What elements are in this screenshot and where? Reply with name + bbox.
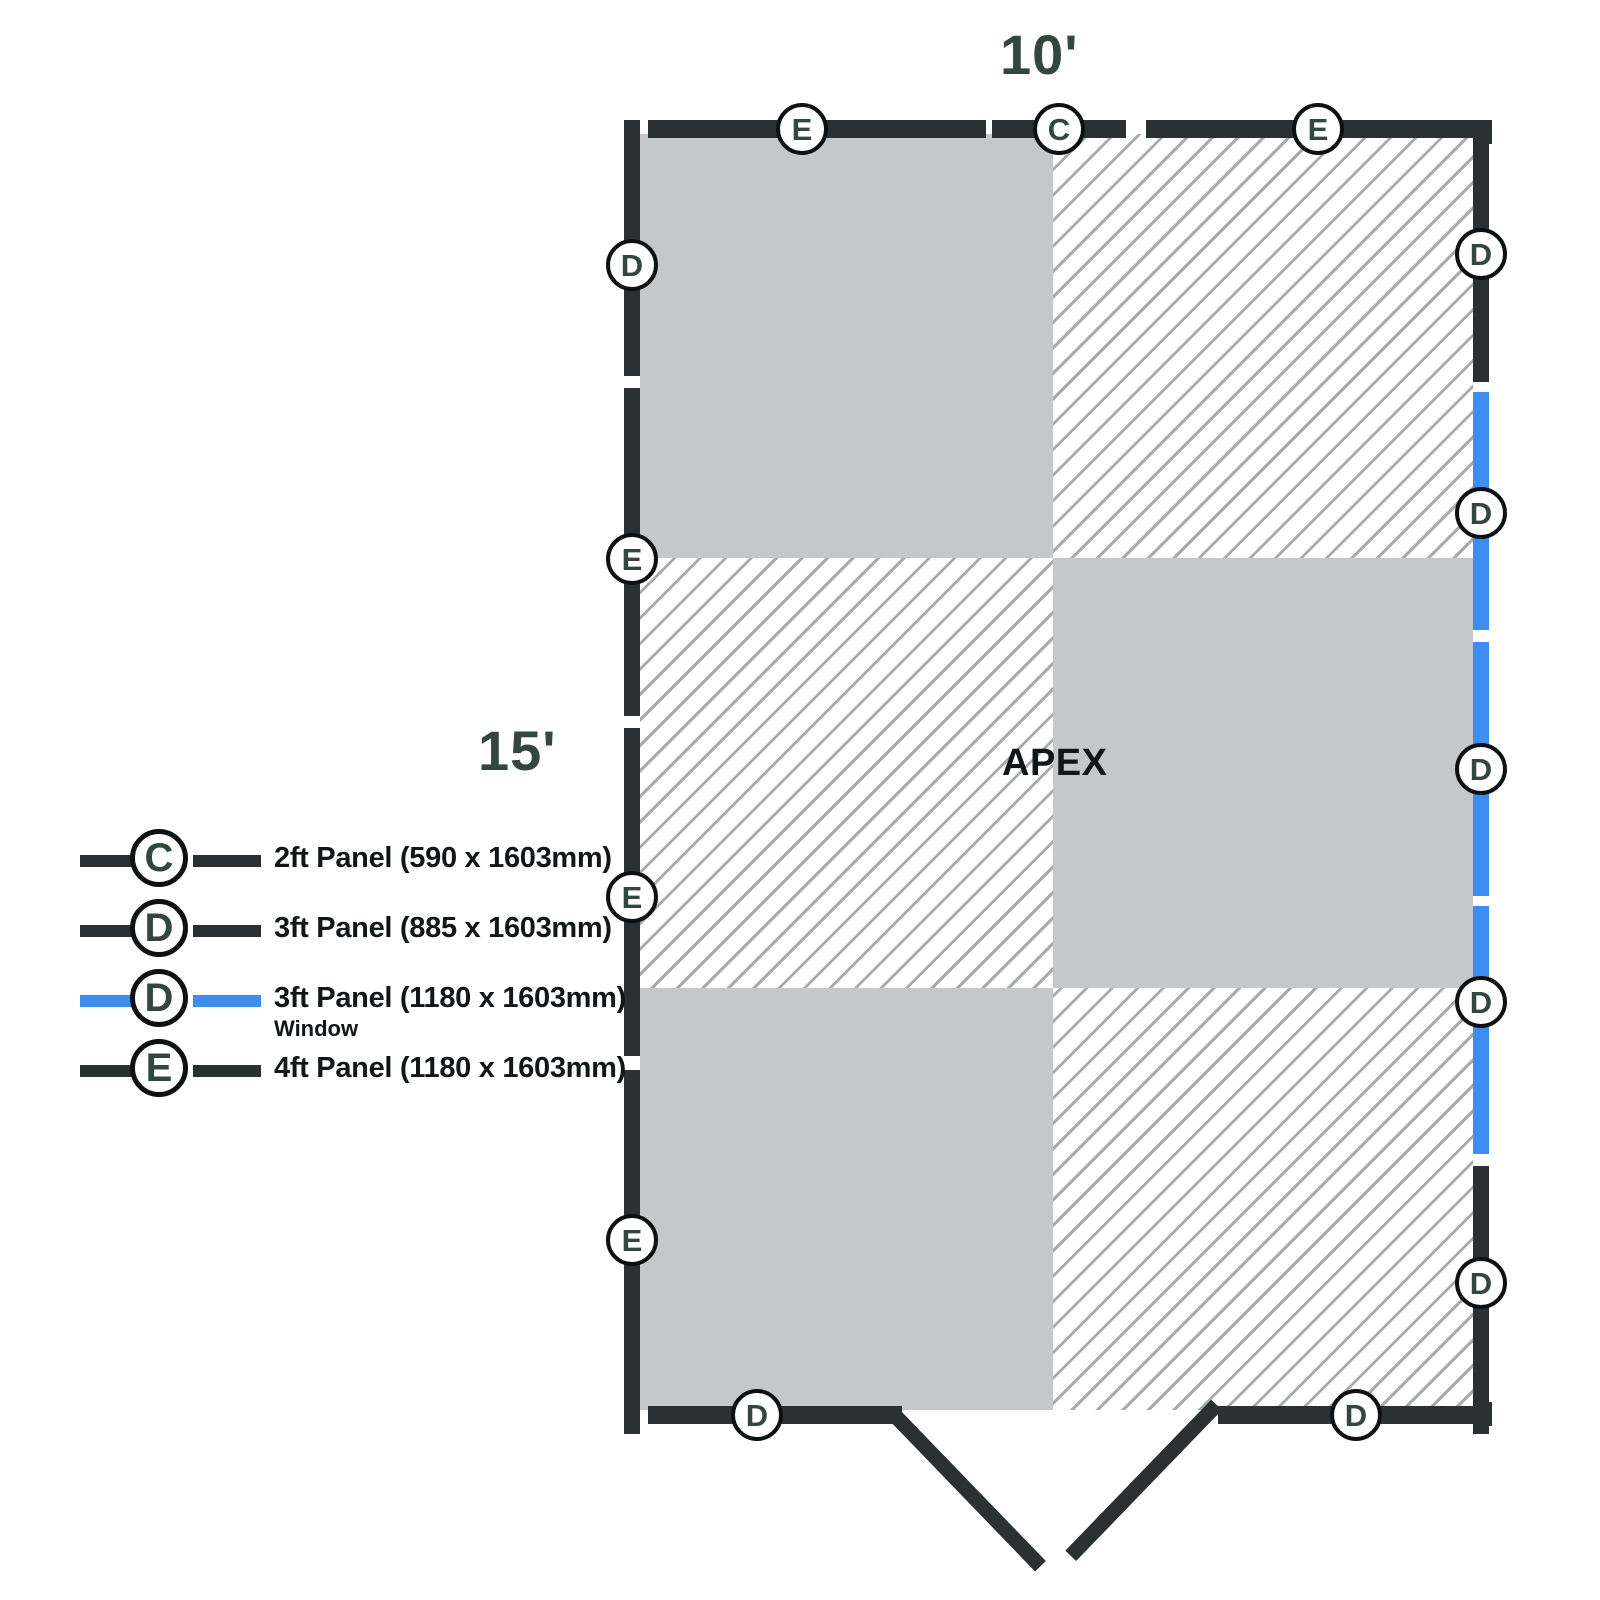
- panel-marker-right-4[interactable]: D: [1455, 976, 1507, 1028]
- legend-line-right-d-window: [193, 995, 261, 1007]
- legend-line-right-c: [193, 855, 261, 867]
- corner-stub-bottom-left: [624, 1402, 640, 1426]
- panel-marker-right-2-label: D: [1469, 495, 1493, 531]
- panel-marker-right-2[interactable]: D: [1455, 487, 1507, 539]
- legend-circle-e: E: [130, 1039, 188, 1097]
- panel-marker-bottom-2[interactable]: D: [1330, 1389, 1382, 1441]
- dimension-label-depth: 15': [478, 719, 557, 782]
- legend-sublabel-window: Window: [274, 1016, 359, 1041]
- legend-label-d-window: 3ft Panel (1180 x 1603mm): [274, 982, 626, 1014]
- dimension-label-width: 10': [1000, 23, 1079, 86]
- legend-label-e: 4ft Panel (1180 x 1603mm): [274, 1052, 626, 1084]
- legend-item-d-window: D 3ft Panel (1180 x 1603mm) Window: [78, 966, 626, 1041]
- panel-marker-top-3[interactable]: E: [1292, 103, 1344, 155]
- panel-marker-top-3-label: E: [1307, 111, 1329, 147]
- panel-marker-left-4[interactable]: E: [606, 1214, 658, 1266]
- floor-cell-r3c1: [640, 988, 1053, 1410]
- legend-code-d: D: [144, 906, 174, 950]
- legend-label-c: 2ft Panel (590 x 1603mm): [274, 842, 612, 874]
- door-leaf-right: [1065, 1399, 1222, 1562]
- legend-item-c: C 2ft Panel (590 x 1603mm): [78, 826, 612, 896]
- legend-marker-d-window: D: [78, 966, 263, 1036]
- panel-marker-right-5-label: D: [1469, 1265, 1493, 1301]
- floor-cell-r2c2: [1053, 558, 1473, 988]
- panel-marker-right-5[interactable]: D: [1455, 1257, 1507, 1309]
- panel-marker-top-2[interactable]: C: [1033, 103, 1085, 155]
- panel-marker-bottom-1-label: D: [745, 1397, 769, 1433]
- floor-cell-r1c2: [1053, 134, 1473, 558]
- panel-marker-top-1-label: E: [791, 111, 813, 147]
- floor-cell-r3c2: [1053, 988, 1473, 1410]
- panel-marker-right-1-label: D: [1469, 236, 1493, 272]
- corner-stub-bottom-right: [1476, 1402, 1492, 1426]
- panel-marker-left-1-label: D: [620, 247, 644, 283]
- legend-marker-e: E: [78, 1036, 263, 1106]
- wall-panel-right-4-window: [1473, 906, 1489, 1154]
- legend-code-d-window: D: [144, 976, 174, 1020]
- panel-marker-top-2-label: C: [1047, 111, 1071, 147]
- floor-cell-r2c1: [640, 558, 1053, 988]
- panel-marker-left-3-label: E: [621, 879, 643, 915]
- panel-legend: C 2ft Panel (590 x 1603mm) D 3ft Panel (…: [78, 826, 626, 1106]
- legend-item-d: D 3ft Panel (885 x 1603mm): [78, 896, 612, 966]
- panel-marker-left-2-label: E: [621, 541, 643, 577]
- panel-marker-left-3[interactable]: E: [606, 871, 658, 923]
- legend-label-d: 3ft Panel (885 x 1603mm): [274, 912, 612, 944]
- legend-line-right-e: [193, 1065, 261, 1077]
- legend-item-e: E 4ft Panel (1180 x 1603mm): [78, 1036, 626, 1106]
- legend-line-right-d: [193, 925, 261, 937]
- legend-marker-d: D: [78, 896, 263, 966]
- panel-marker-left-4-label: E: [621, 1222, 643, 1258]
- panel-marker-left-1[interactable]: D: [606, 239, 658, 291]
- legend-circle-d: D: [130, 899, 188, 957]
- panel-marker-bottom-2-label: D: [1344, 1397, 1368, 1433]
- legend-code-e: E: [145, 1046, 173, 1090]
- legend-circle-c: C: [130, 829, 188, 887]
- panel-marker-right-3-label: D: [1469, 751, 1493, 787]
- legend-marker-c: C: [78, 826, 263, 896]
- floor-cell-r1c1: [640, 134, 1053, 558]
- apex-label: APEX: [1002, 742, 1108, 784]
- legend-circle-d-window: D: [130, 969, 188, 1027]
- panel-marker-right-1[interactable]: D: [1455, 228, 1507, 280]
- panel-marker-right-4-label: D: [1469, 984, 1493, 1020]
- panel-marker-right-3[interactable]: D: [1455, 743, 1507, 795]
- panel-marker-bottom-1[interactable]: D: [731, 1389, 783, 1441]
- panel-marker-left-2[interactable]: E: [606, 533, 658, 585]
- panel-marker-top-1[interactable]: E: [776, 103, 828, 155]
- door-leaf-left: [889, 1410, 1046, 1572]
- legend-code-c: C: [144, 836, 174, 880]
